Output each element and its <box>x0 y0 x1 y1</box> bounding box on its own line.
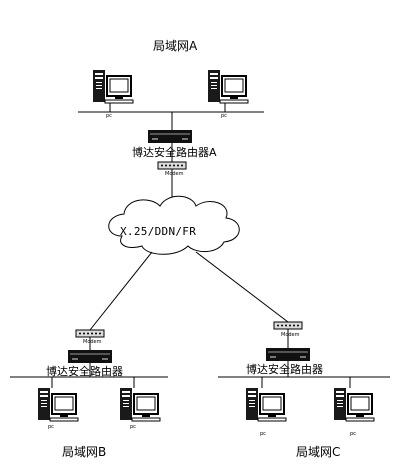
lan-b-pc-label: pc <box>48 424 54 430</box>
lan-a-title: 局域网A <box>153 39 198 53</box>
lan-b <box>10 329 168 422</box>
lan-b-router-label: 博达安全路由器 <box>46 365 123 378</box>
pc-icon <box>245 387 287 422</box>
link-cloud-b <box>89 251 153 331</box>
lan-a-pc-label: pc <box>106 113 112 119</box>
lan-a-router-label: 博达安全路由器A <box>132 146 217 159</box>
lan-a-pc-label: pc <box>221 113 227 119</box>
lan-b-modem-label: Modem <box>83 339 102 345</box>
modem-icon <box>273 321 303 330</box>
lan-c-pc-label: pc <box>260 431 266 437</box>
lan-b-title: 局域网B <box>62 445 107 459</box>
lan-a <box>78 69 264 170</box>
modem-icon <box>157 161 187 170</box>
lan-c-router-label: 博达安全路由器 <box>246 363 323 376</box>
router-icon <box>148 130 192 143</box>
pc-icon <box>37 387 79 422</box>
link-cloud-c <box>195 251 289 323</box>
lan-c-modem-label: Modem <box>281 332 300 338</box>
lan-a-modem-label: Modem <box>165 171 184 177</box>
lan-c-title: 局域网C <box>296 445 341 459</box>
router-icon <box>68 350 112 363</box>
pc-icon <box>119 387 161 422</box>
lan-c-pc-label: pc <box>350 431 356 437</box>
pc-icon <box>333 387 375 422</box>
pc-icon <box>207 69 249 104</box>
cloud-label: X.25/DDN/FR <box>120 225 197 238</box>
modem-icon <box>75 329 105 338</box>
router-icon <box>266 348 310 361</box>
lan-b-pc-label: pc <box>130 424 136 430</box>
lan-c <box>218 321 390 422</box>
pc-icon <box>92 69 134 104</box>
